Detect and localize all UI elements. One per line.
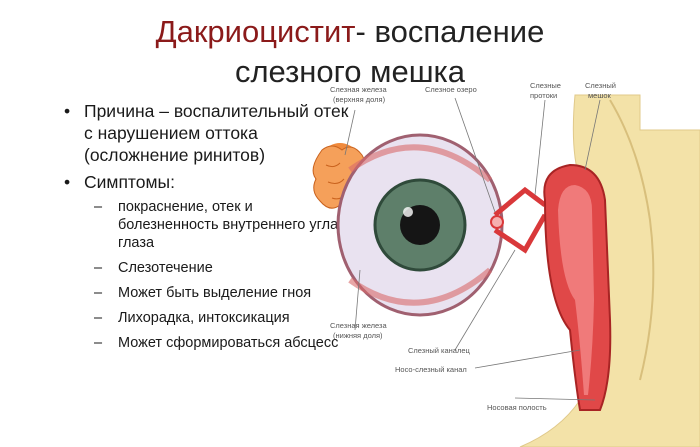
label-ducts-1: Слезные (530, 81, 561, 90)
symptom-item: покраснение, отек и болезненность внутре… (94, 198, 354, 252)
symptom-item: Может быть выделение гноя (94, 284, 354, 302)
lacrimal-sac (543, 163, 612, 411)
label-gland-upper-1: Слезная железа (330, 85, 387, 94)
label-gland-lower-1: Слезная железа (330, 321, 387, 330)
eyeball (336, 133, 504, 317)
label-nasal: Носовая полость (487, 403, 547, 412)
bone-edge (609, 99, 655, 381)
symptom-item: Может сформироваться абсцесс (94, 334, 354, 352)
label-nasolacrimal: Носо-слезный канал (395, 365, 467, 374)
symptom-item: Лихорадка, интоксикация (94, 309, 354, 327)
label-gland-lower-2: (нижняя доля) (333, 331, 383, 340)
bullet-list: Причина – воспалительный отек с нарушени… (64, 100, 354, 359)
label-sac-1: Слезный (585, 81, 616, 90)
nasal-bone-shape (519, 94, 700, 447)
bullet-symptoms: Симптомы: (64, 171, 354, 193)
title-line2: слезного мешка (234, 54, 466, 89)
title-rest: - воспаление (355, 14, 545, 49)
label-sac-2: мешок (588, 91, 612, 100)
title-highlight: Дакриоцистит (155, 14, 356, 49)
label-canaliculus: Слезный каналец (408, 346, 471, 355)
slide-title: Дакриоцистит- воспаление слезного мешка (0, 12, 700, 92)
symptom-item: Слезотечение (94, 259, 354, 277)
label-gland-upper-2: (верхняя доля) (333, 95, 386, 104)
lacrimal-diagram: Слезная железа (верхняя доля) Слезное оз… (312, 81, 700, 447)
label-lake: Слезное озеро (425, 85, 477, 94)
leader-lines (344, 97, 601, 401)
label-ducts-2: протоки (530, 91, 557, 100)
bullet-cause: Причина – воспалительный отек с нарушени… (64, 100, 354, 166)
tear-ducts (490, 186, 548, 254)
